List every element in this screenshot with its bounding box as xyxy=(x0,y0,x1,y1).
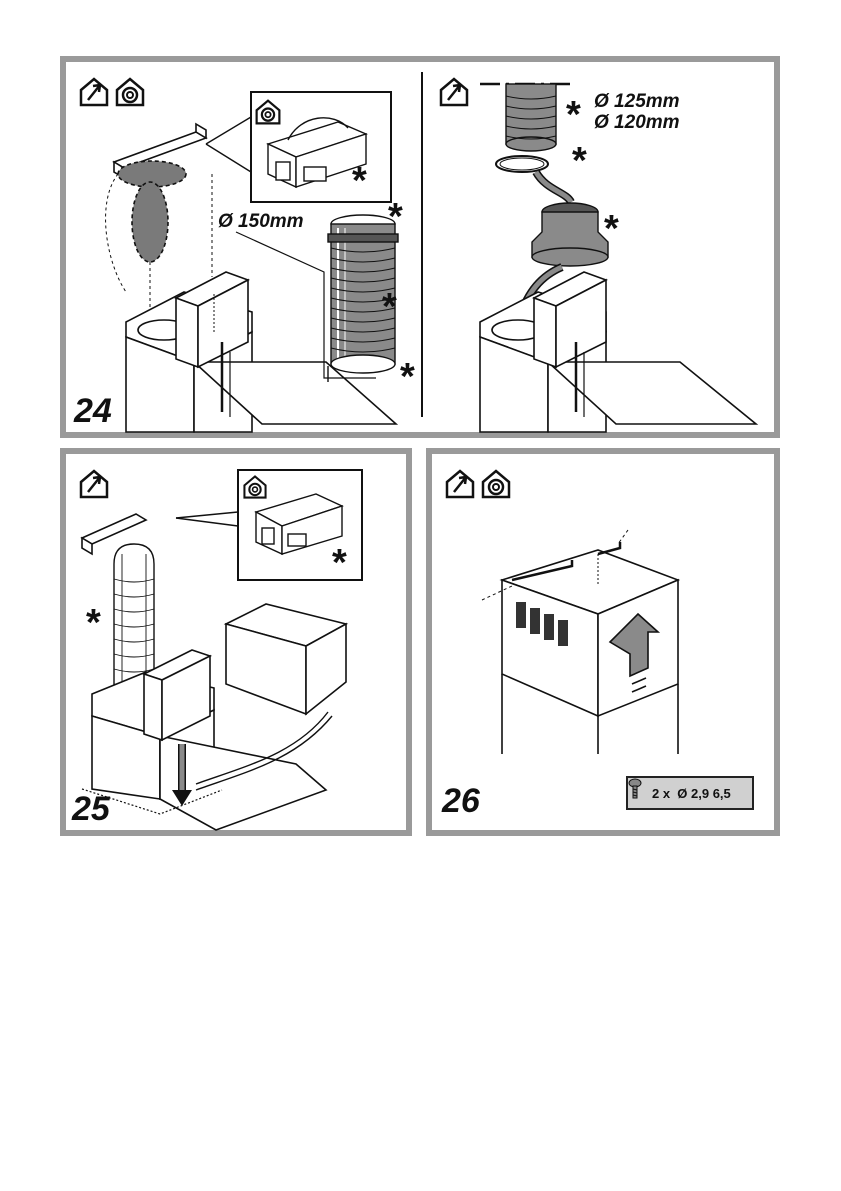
screw-spec-label: 2 x Ø 2,9 6,5 xyxy=(652,786,731,801)
diameter-label-120: Ø 120mm xyxy=(594,113,680,134)
panel-25-illustration xyxy=(66,454,406,830)
optional-asterisk: * xyxy=(400,358,415,396)
diameter-label-125: Ø 125mm xyxy=(594,92,680,113)
optional-asterisk: * xyxy=(382,288,397,326)
optional-asterisk: * xyxy=(352,162,367,200)
step-number: 26 xyxy=(442,784,480,818)
screw-spec-box: 2 x Ø 2,9 6,5 xyxy=(626,776,754,810)
panel-25: 25 * * xyxy=(60,448,412,836)
optional-asterisk: * xyxy=(332,544,347,582)
step-number: 25 xyxy=(72,792,110,826)
optional-asterisk: * xyxy=(388,198,403,236)
step-number: 24 xyxy=(74,394,112,428)
optional-asterisk: * xyxy=(86,604,101,642)
diameter-label-150: Ø 150mm xyxy=(218,212,304,233)
optional-asterisk: * xyxy=(572,142,587,180)
panel-26-illustration xyxy=(432,454,774,830)
panel-24: 24 Ø 150mm Ø 125mm Ø 120mm * * * * * * * xyxy=(60,56,780,438)
optional-asterisk: * xyxy=(604,210,619,248)
panel-26: 26 2 x Ø 2,9 6,5 xyxy=(426,448,780,836)
optional-asterisk: * xyxy=(566,96,581,134)
